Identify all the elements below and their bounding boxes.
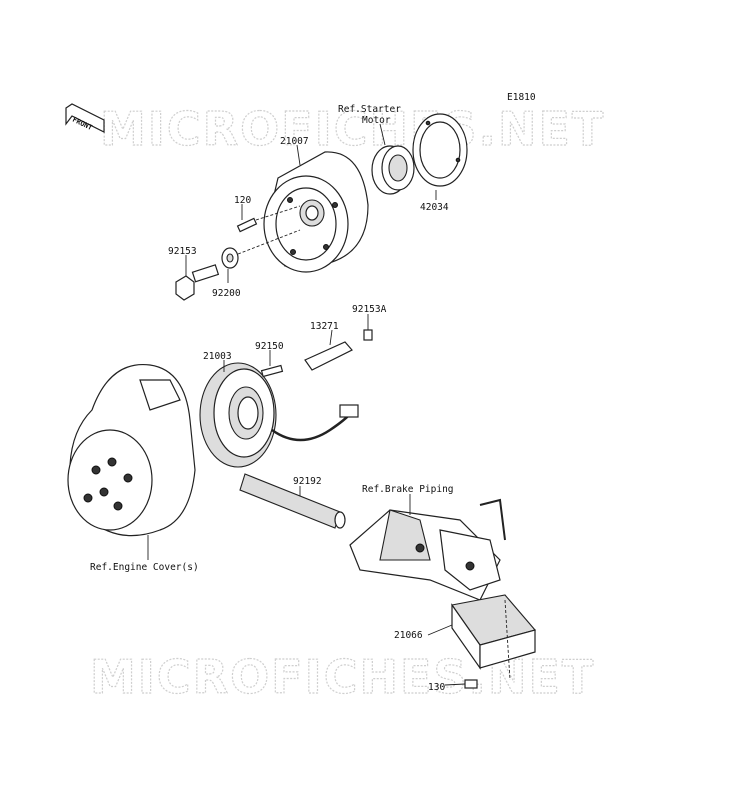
engine-cover: [67, 363, 196, 537]
label-92200: 92200: [212, 288, 241, 299]
label-130: 130: [428, 682, 445, 693]
bolt-120: [236, 205, 301, 233]
watermark-top: MICROFICHES.NET: [100, 102, 605, 156]
bracket-assembly: [349, 498, 506, 601]
watermark-bottom: MICROFICHES.NET: [90, 650, 595, 704]
label-13271: 13271: [310, 321, 339, 332]
sleeve-92192: [239, 473, 346, 529]
label-120: 120: [234, 195, 251, 206]
label-92153a: 92153A: [352, 304, 387, 315]
regulator-21066: [451, 594, 536, 681]
label-92150: 92150: [255, 341, 284, 352]
label-ref-starter-1: Ref.Starter: [338, 104, 401, 115]
ring-42034: [412, 113, 468, 187]
figure-code: E1810: [507, 92, 536, 103]
bolt-92153: [175, 264, 220, 301]
plate-13271: [304, 341, 353, 371]
bolt-130: [464, 679, 478, 689]
label-21003: 21003: [203, 351, 232, 362]
starter-clutch-gear: [371, 145, 415, 195]
label-42034: 42034: [420, 202, 449, 213]
front-arrow-icon: FRONT: [65, 103, 105, 133]
bolt-92150: [260, 364, 284, 378]
stator: [199, 362, 359, 468]
screw-92153a: [363, 329, 373, 341]
label-ref-brake: Ref.Brake Piping: [362, 484, 454, 495]
label-21066: 21066: [394, 630, 423, 641]
label-92192: 92192: [293, 476, 322, 487]
washer-92200: [221, 229, 301, 269]
label-ref-starter-2: Motor: [362, 115, 391, 126]
leader-lines: [147, 123, 466, 686]
label-92153: 92153: [168, 246, 197, 257]
flywheel-rotor: [263, 151, 369, 273]
label-ref-engine: Ref.Engine Cover(s): [90, 562, 199, 573]
label-21007: 21007: [280, 136, 309, 147]
